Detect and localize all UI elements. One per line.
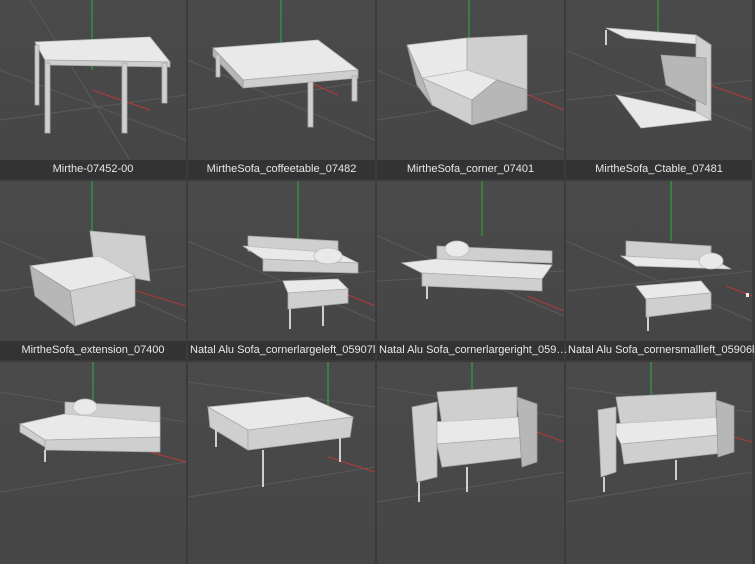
ottoman-model <box>187 362 376 498</box>
asset-thumbnail[interactable] <box>0 362 187 564</box>
thumbnail-label: Natal Alu Sofa_cornerlargeleft_05907l <box>188 341 375 360</box>
preview-viewport <box>0 0 187 161</box>
asset-thumbnail[interactable] <box>565 362 753 564</box>
chaise-sofa-model <box>0 362 187 493</box>
preview-viewport <box>376 362 565 564</box>
asset-thumbnail[interactable]: MirtheSofa_corner_07401 <box>376 0 565 179</box>
loveseat-model <box>565 362 753 503</box>
asset-thumbnail[interactable] <box>187 362 376 564</box>
preview-viewport <box>0 362 187 564</box>
thumbnail-label: MirtheSofa_extension_07400 <box>0 341 186 360</box>
thumbnail-label: MirtheSofa_Ctable_07481 <box>566 160 752 179</box>
corner-sofa-small-model <box>565 181 753 331</box>
preview-viewport <box>565 0 753 160</box>
preview-viewport <box>0 181 187 341</box>
preview-viewport <box>565 181 753 341</box>
coffee-table-model <box>187 0 469 141</box>
dining-table-model <box>0 0 187 161</box>
asset-thumbnail[interactable]: Natal Alu Sofa_cornersmallleft_05906l <box>565 181 755 360</box>
armchair-model <box>376 362 565 503</box>
asset-thumbnail[interactable]: MirtheSofa_Ctable_07481 <box>565 0 753 179</box>
asset-thumbnail[interactable]: MirtheSofa_extension_07400 <box>0 181 187 360</box>
corner-sofa-left-model <box>187 181 376 329</box>
thumbnail-label: MirtheSofa_corner_07401 <box>377 160 564 179</box>
preview-viewport <box>565 362 753 564</box>
thumbnail-label: Natal Alu Sofa_cornersmallleft_05906l <box>566 341 755 360</box>
preview-viewport <box>187 0 469 160</box>
sofa-extension-model <box>0 181 187 327</box>
thumbnail-label: MirtheSofa_coffeetable_07482 <box>188 160 375 179</box>
corner-sofa-right-model <box>376 181 565 317</box>
thumbnail-label: Natal Alu Sofa_cornerlargeright_059… <box>377 341 567 360</box>
corner-chair-model <box>376 0 565 151</box>
preview-viewport <box>376 181 565 341</box>
asset-thumbnail[interactable] <box>376 362 565 564</box>
asset-thumbnail[interactable]: Natal Alu Sofa_cornerlargeright_059… <box>376 181 567 360</box>
thumbnail-label: Mirthe-07452-00 <box>0 160 186 179</box>
preview-viewport <box>187 181 376 341</box>
asset-thumbnail[interactable]: MirtheSofa_coffeetable_07482 <box>187 0 469 179</box>
preview-viewport <box>187 362 376 564</box>
asset-thumbnail[interactable]: Mirthe-07452-00 <box>0 0 187 179</box>
preview-viewport <box>376 0 565 160</box>
asset-thumbnail[interactable]: Natal Alu Sofa_cornerlargeleft_05907l <box>187 181 376 360</box>
c-table-model <box>565 0 753 131</box>
